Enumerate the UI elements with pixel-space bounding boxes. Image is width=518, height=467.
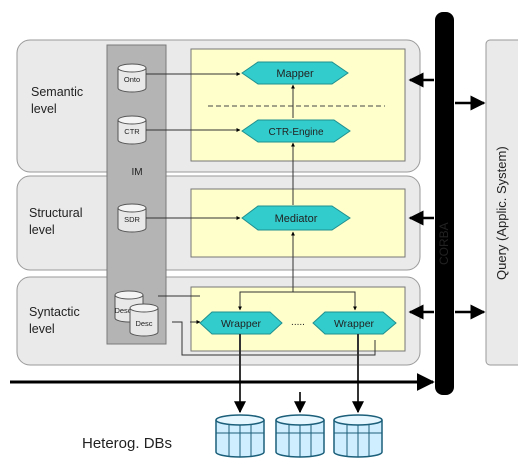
semantic-level-label: Semantic level — [31, 85, 87, 116]
database-1 — [215, 414, 265, 458]
svg-text:Desc: Desc — [114, 306, 131, 315]
wrapper-ellipsis: ..... — [291, 317, 305, 328]
svg-text:Mediator: Mediator — [275, 213, 318, 225]
corba-bus — [435, 12, 454, 395]
sdr-store: SDR — [117, 203, 147, 233]
svg-text:Wrapper: Wrapper — [221, 318, 262, 330]
desc-store-front: Desc — [129, 303, 159, 337]
database-2 — [275, 414, 325, 458]
databases-label: Heterog. DBs — [82, 435, 172, 452]
onto-store: Onto — [117, 63, 147, 93]
svg-text:Onto: Onto — [124, 75, 140, 84]
query-panel — [485, 39, 518, 366]
svg-text:CTR: CTR — [124, 127, 140, 136]
structural-level-label: Structural level — [29, 206, 86, 237]
im-label: IM — [131, 167, 142, 178]
mapper-component: Mapper — [241, 61, 349, 85]
wrapper-left-component: Wrapper — [199, 311, 283, 335]
ctr-engine-component: CTR-Engine — [241, 119, 351, 143]
syntactic-level-label: Syntactic level — [29, 305, 83, 336]
svg-text:CTR-Engine: CTR-Engine — [268, 127, 323, 138]
query-label: Query (Applic. System) — [494, 146, 509, 280]
mediator-component: Mediator — [241, 205, 351, 231]
svg-text:Mapper: Mapper — [276, 68, 314, 80]
svg-text:SDR: SDR — [124, 215, 140, 224]
ctr-store: CTR — [117, 115, 147, 145]
corba-label: CORBA — [437, 222, 451, 265]
database-3 — [333, 414, 383, 458]
wrapper-right-component: Wrapper — [312, 311, 397, 335]
svg-text:Wrapper: Wrapper — [334, 318, 375, 330]
svg-text:Desc: Desc — [135, 319, 152, 328]
desc-to-wrapper-link-2 — [172, 321, 376, 356]
